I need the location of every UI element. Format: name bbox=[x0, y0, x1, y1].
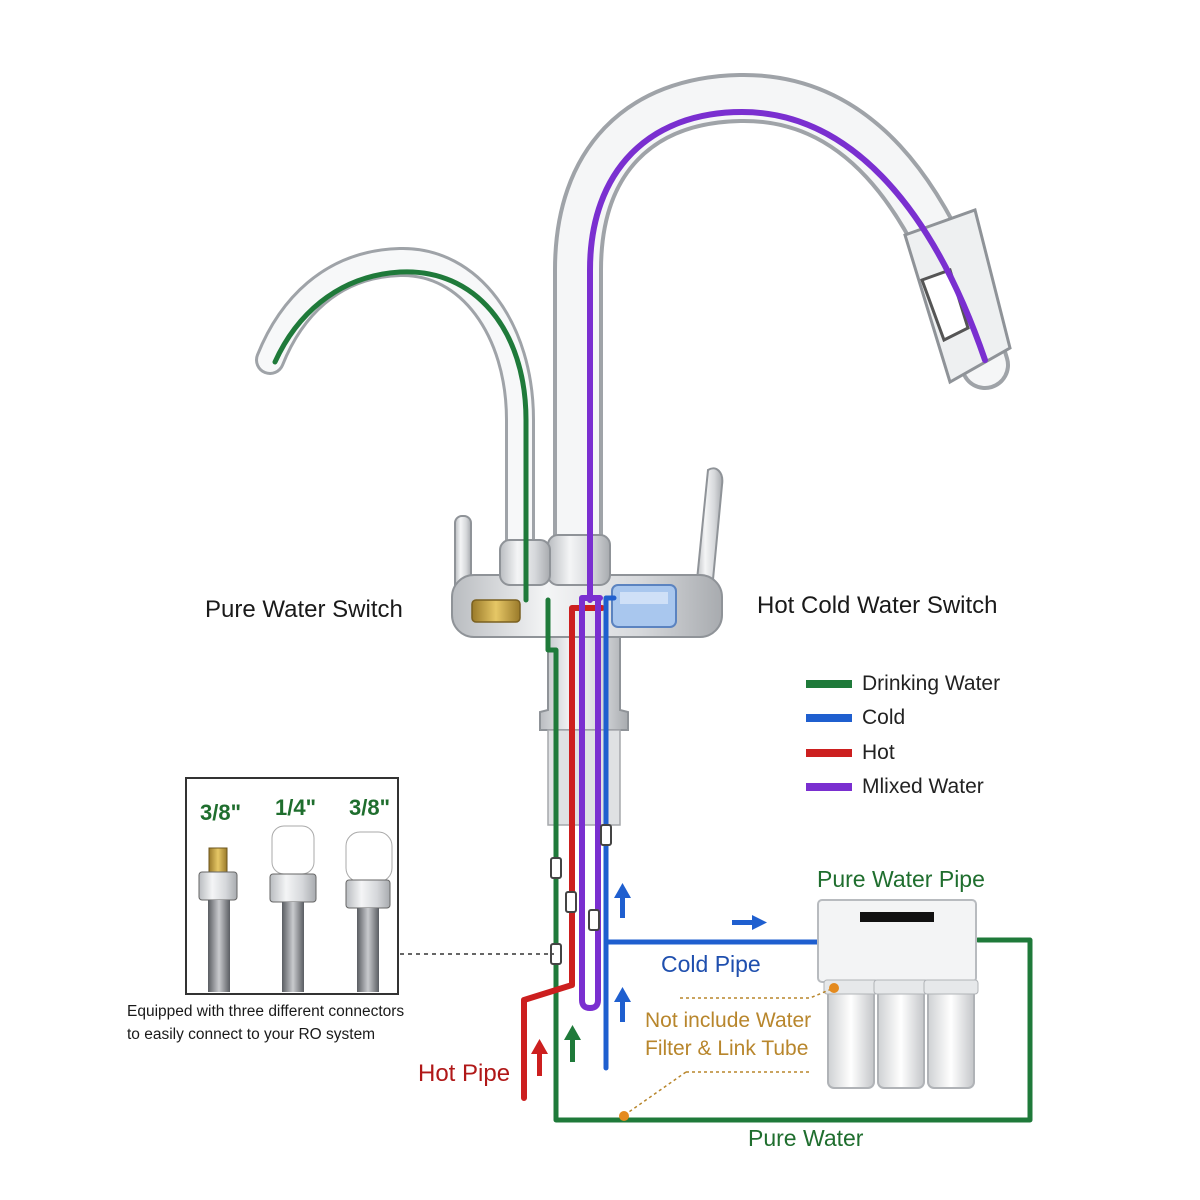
cold-up-arrow-1 bbox=[614, 883, 631, 918]
cold-right-arrow bbox=[732, 915, 767, 930]
not-include-note-line1: Not include Water bbox=[645, 1009, 812, 1032]
pure-water-pipe-label: Pure Water Pipe bbox=[817, 866, 985, 892]
filter-canister-1 bbox=[823, 979, 879, 1089]
pipe-fittings bbox=[550, 824, 612, 965]
legend-label-mixed: Mlixed Water bbox=[862, 775, 984, 798]
cold-water-pipe bbox=[603, 595, 821, 1071]
water-lines bbox=[272, 109, 1033, 1123]
drinking-water-pipe bbox=[545, 597, 1033, 1123]
connector-size-label-3: 3/8" bbox=[349, 795, 391, 820]
hot-cold-water-switch-label: Hot Cold Water Switch bbox=[757, 592, 998, 619]
drinking-up-arrow bbox=[564, 1025, 581, 1062]
legend-item-drinking-water: Drinking Water bbox=[806, 669, 1000, 699]
connector-inset bbox=[185, 777, 399, 995]
legend-swatch-hot bbox=[806, 749, 852, 757]
connector-three-eighth-white bbox=[345, 831, 393, 992]
connector-note-line1: Equipped with three different connectors bbox=[127, 1003, 405, 1020]
legend-label-cold: Cold bbox=[862, 706, 906, 729]
legend-item-hot: Hot bbox=[806, 738, 895, 768]
connector-brass bbox=[198, 847, 238, 992]
legend-label-drinking: Drinking Water bbox=[862, 672, 1001, 695]
cold-up-arrow-2 bbox=[614, 987, 631, 1022]
legend-swatch-drinking bbox=[806, 680, 852, 688]
mixing-cartridge bbox=[611, 584, 677, 628]
not-include-note-line2: Filter & Link Tube bbox=[645, 1037, 809, 1060]
filter-callout-dot bbox=[829, 983, 839, 993]
legend-swatch-mixed bbox=[806, 783, 852, 791]
connector-size-label-1: 3/8" bbox=[200, 800, 242, 825]
main-spout bbox=[553, 72, 1010, 625]
connector-quarter-inch bbox=[269, 825, 317, 992]
mixed-water-line-upper bbox=[587, 109, 988, 603]
hot-up-arrow bbox=[531, 1039, 548, 1076]
pure-water-label: Pure Water bbox=[748, 1125, 864, 1151]
hot-cold-handle bbox=[694, 467, 724, 591]
connector-note-line2: to easily connect to your RO system bbox=[127, 1026, 376, 1043]
pure-water-valve bbox=[471, 599, 521, 623]
pure-water-switch-label: Pure Water Switch bbox=[205, 596, 403, 623]
filter-canister-3 bbox=[923, 979, 979, 1089]
ro-filter-system bbox=[817, 899, 979, 1089]
legend-swatch-cold bbox=[806, 714, 852, 722]
note-callouts bbox=[625, 987, 835, 1115]
filter-display bbox=[860, 912, 934, 922]
flow-arrows bbox=[531, 883, 767, 1076]
legend-label-hot: Hot bbox=[862, 741, 895, 764]
legend-item-mixed-water: Mlixed Water bbox=[806, 772, 984, 802]
mixed-water-line-lower bbox=[579, 595, 603, 1011]
drinking-water-line bbox=[272, 269, 529, 603]
cold-pipe-label: Cold Pipe bbox=[661, 951, 761, 977]
filter-canister-2 bbox=[873, 979, 929, 1089]
legend-item-cold: Cold bbox=[806, 703, 905, 733]
pipe-callout-dot bbox=[619, 1111, 629, 1121]
connector-size-label-2: 1/4" bbox=[275, 795, 317, 820]
hot-pipe-label: Hot Pipe bbox=[418, 1060, 511, 1087]
